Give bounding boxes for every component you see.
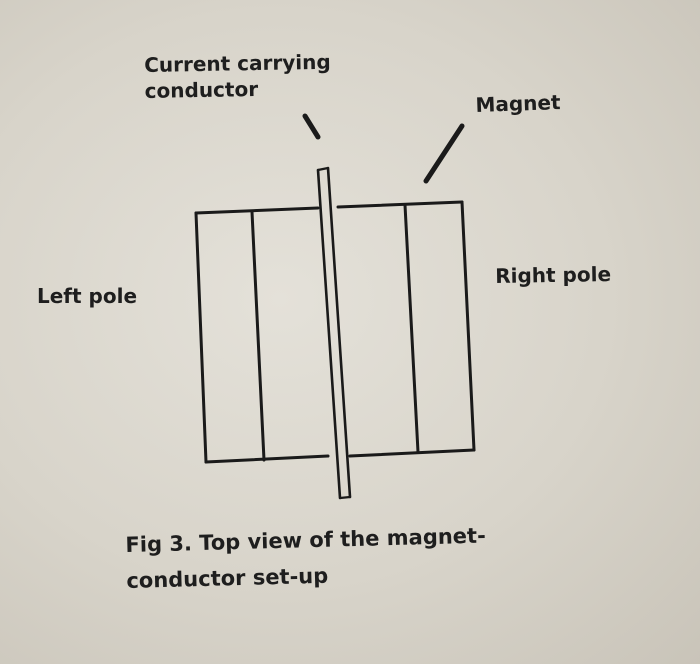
conductor-label-line2: conductor: [144, 77, 259, 103]
magnet-label: Magnet: [475, 90, 561, 117]
conductor-label-line1: Current carrying: [144, 49, 331, 77]
magnet-pointer-line: [423, 123, 465, 184]
conductor-pointer-line: [302, 113, 321, 140]
left-pole-block: [194, 206, 330, 464]
conductor-label: Current carrying conductor: [144, 49, 331, 104]
right-pole-label: Right pole: [495, 261, 612, 288]
right-pole-block: [336, 200, 476, 458]
left-pole-label: Left pole: [37, 284, 138, 308]
conductor-strip: [316, 166, 352, 500]
figure-caption: Fig 3. Top view of the magnet- conductor…: [125, 518, 487, 599]
